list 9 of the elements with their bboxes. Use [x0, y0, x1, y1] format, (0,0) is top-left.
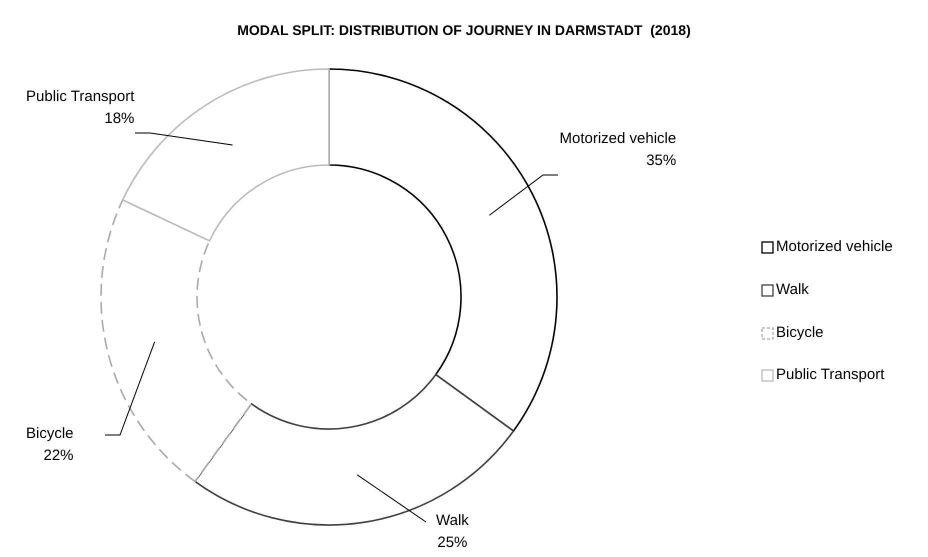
data-label: Bicycle 22%: [26, 424, 74, 466]
data-label: Public Transport 18%: [26, 87, 134, 129]
legend-label: Motorized vehicle: [776, 238, 893, 255]
legend-label: Public Transport: [776, 366, 884, 383]
data-label: Motorized vehicle 35%: [560, 129, 676, 171]
legend-label: Walk: [776, 281, 809, 298]
chart-title: MODAL SPLIT: DISTRIBUTION OF JOURNEY IN DARMSTADT (2018): [236, 22, 692, 38]
data-label: Walk 25%: [436, 511, 469, 553]
legend-label: Bicycle: [776, 324, 824, 341]
